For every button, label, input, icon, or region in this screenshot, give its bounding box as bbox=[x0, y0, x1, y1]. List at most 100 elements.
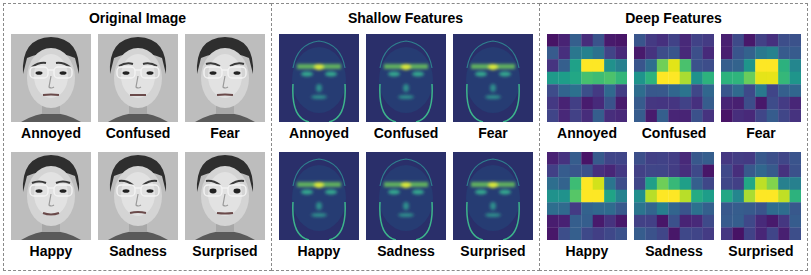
heatmap-cell bbox=[767, 109, 779, 122]
heatmap-cell bbox=[703, 202, 714, 215]
feature-contour bbox=[467, 202, 483, 240]
feature-tile: Happy bbox=[279, 152, 359, 260]
heatmap-cell bbox=[668, 190, 680, 203]
feature-contour bbox=[380, 41, 432, 68]
heatmap-cell bbox=[732, 202, 744, 215]
heatmap-cell bbox=[581, 202, 593, 215]
deep-feature-map bbox=[721, 34, 801, 122]
heatmap-cell bbox=[767, 165, 779, 178]
heatmap-cell bbox=[593, 190, 605, 203]
heatmap-cell bbox=[721, 215, 733, 228]
photo-glasses bbox=[54, 185, 72, 196]
figure-panel: Deep FeaturesAnnoyedConfusedFearHappySad… bbox=[539, 3, 808, 271]
feature-contour bbox=[293, 159, 345, 186]
photo-glasses bbox=[204, 185, 222, 196]
heatmap-cell bbox=[778, 202, 790, 215]
photo-eye bbox=[123, 189, 130, 193]
heatmap-cell bbox=[645, 59, 657, 72]
heatmap-cell bbox=[744, 97, 756, 110]
figure-panel: Shallow FeaturesAnnoyedConfusedFearHappy… bbox=[271, 3, 540, 271]
photo-eye bbox=[210, 71, 217, 75]
heatmap-cell bbox=[721, 47, 733, 60]
heatmap-cell bbox=[680, 227, 692, 240]
heatmap-cell bbox=[604, 202, 616, 215]
emotion-caption: Happy bbox=[541, 242, 633, 260]
heatmap-cell bbox=[645, 215, 657, 228]
heatmap-cell bbox=[691, 84, 703, 97]
heatmap-cell bbox=[721, 72, 733, 85]
photo-face-light bbox=[121, 54, 155, 98]
feature-tile: Confused bbox=[366, 34, 446, 142]
heatmap-cell bbox=[755, 227, 767, 240]
feature-background bbox=[366, 152, 446, 240]
photo-eye bbox=[147, 189, 154, 193]
heatmap-cell bbox=[657, 165, 669, 178]
figure-panel: Original ImageAnnoyedConfusedFearHappySa… bbox=[3, 3, 272, 271]
heatmap-cell bbox=[691, 165, 703, 178]
heatmap-cell bbox=[645, 227, 657, 240]
photo-nose bbox=[49, 76, 54, 88]
heatmap-cell bbox=[634, 34, 646, 47]
heatmap-cell bbox=[645, 72, 657, 85]
heatmap-cell bbox=[616, 165, 627, 178]
heatmap-cell bbox=[581, 165, 593, 178]
heatmap-cell bbox=[778, 72, 790, 85]
feature-tile: Annoyed bbox=[279, 34, 359, 142]
photo-face bbox=[27, 166, 75, 226]
heatmap-cell bbox=[744, 109, 756, 122]
feature-contour bbox=[416, 84, 432, 122]
emotion-caption: Confused bbox=[92, 124, 184, 142]
emotion-caption: Happy bbox=[5, 242, 97, 260]
photo-face bbox=[114, 166, 162, 226]
heatmap-cell bbox=[721, 59, 733, 72]
heatmap-cell bbox=[767, 190, 779, 203]
heatmap-cell bbox=[755, 47, 767, 60]
heatmap-cell bbox=[581, 47, 593, 60]
heatmap-cell bbox=[547, 97, 559, 110]
heatmap-cell bbox=[634, 59, 646, 72]
emotion-caption: Confused bbox=[628, 124, 720, 142]
feature-face bbox=[379, 47, 433, 113]
shallow-feature-map bbox=[366, 34, 446, 122]
heatmap-cell bbox=[691, 215, 703, 228]
heatmap-cell bbox=[778, 59, 790, 72]
heatmap-cell bbox=[634, 97, 646, 110]
heatmap-cell bbox=[703, 177, 714, 190]
heatmap-cell bbox=[645, 190, 657, 203]
heatmap-cell bbox=[721, 109, 733, 122]
heatmap-cell bbox=[767, 72, 779, 85]
heatmap-cell bbox=[581, 97, 593, 110]
feature-tile: Happy bbox=[547, 152, 627, 260]
heatmap-cell bbox=[778, 109, 790, 122]
photo-shirt bbox=[21, 231, 81, 240]
heatmap-cell bbox=[778, 227, 790, 240]
heatmap-cell bbox=[570, 47, 582, 60]
photo-background bbox=[98, 152, 178, 240]
heatmap-cell bbox=[558, 202, 570, 215]
photo-background bbox=[98, 34, 178, 122]
photo-brow bbox=[206, 63, 220, 66]
photo-nose bbox=[223, 76, 228, 88]
heatmap-cell bbox=[581, 177, 593, 190]
emotion-caption: Annoyed bbox=[541, 124, 633, 142]
heatmap-cell bbox=[767, 152, 779, 165]
photo-shirt bbox=[21, 113, 81, 122]
photo-brow bbox=[119, 63, 133, 66]
emotion-caption: Sadness bbox=[628, 242, 720, 260]
heatmap-cell bbox=[616, 109, 627, 122]
panel-title: Deep Features bbox=[540, 9, 807, 27]
photo-face-light bbox=[208, 54, 242, 98]
emotion-caption: Surprised bbox=[179, 242, 271, 260]
photo-eye bbox=[36, 189, 43, 193]
heatmap-cell bbox=[581, 72, 593, 85]
heatmap-cell bbox=[691, 97, 703, 110]
heatmap-cell bbox=[570, 84, 582, 97]
heatmap-cell bbox=[657, 72, 669, 85]
heatmap-cell bbox=[691, 59, 703, 72]
feature-activation bbox=[471, 64, 515, 99]
feature-background bbox=[453, 34, 533, 122]
heatmap-cell bbox=[616, 34, 627, 47]
feature-tile: Surprised bbox=[721, 152, 801, 260]
shallow-feature-map bbox=[279, 152, 359, 240]
heatmap-cell bbox=[593, 215, 605, 228]
